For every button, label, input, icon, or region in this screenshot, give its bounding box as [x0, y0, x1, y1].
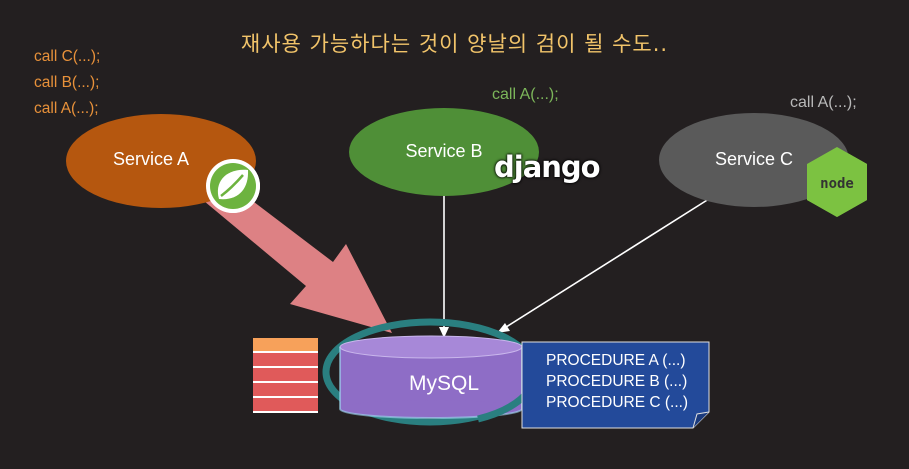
service-b-call: call A(...);: [492, 86, 559, 103]
mysql-cylinder: [339, 335, 523, 419]
mysql-label: MySQL: [408, 372, 479, 395]
node-hexagon-icon: node: [807, 147, 867, 217]
service-c-call: call A(...);: [790, 94, 857, 111]
call-item: call B(...);: [34, 74, 100, 91]
django-logo: django: [494, 150, 601, 184]
procedure-item: PROCEDURE B (...): [546, 373, 688, 390]
service-b-node: Service B: [349, 108, 539, 196]
procedure-item: PROCEDURE A (...): [546, 352, 686, 369]
arrow-service-a-to-mysql: [198, 180, 392, 333]
service-b-label: Service B: [405, 140, 483, 161]
procedure-item: PROCEDURE C (...): [546, 394, 689, 411]
call-item: call A(...);: [34, 100, 99, 117]
spring-leaf-icon: [206, 159, 260, 213]
node-logo-text: node: [820, 176, 854, 192]
call-item: call C(...);: [34, 48, 101, 65]
slide-title: 재사용 가능하다는 것이 양날의 검이 될 수도..: [240, 32, 669, 56]
table-icon: [253, 338, 318, 413]
arrowhead-b: [439, 327, 449, 338]
service-a-label: Service A: [112, 148, 190, 169]
arrow-service-c-to-mysql: [502, 196, 713, 330]
arrowhead-c: [497, 323, 510, 333]
service-a-call-list: call C(...); call B(...); call A(...);: [34, 44, 100, 122]
procedure-list: PROCEDURE A (...) PROCEDURE B (...) PROC…: [522, 342, 709, 428]
service-c-label: Service C: [714, 148, 794, 169]
